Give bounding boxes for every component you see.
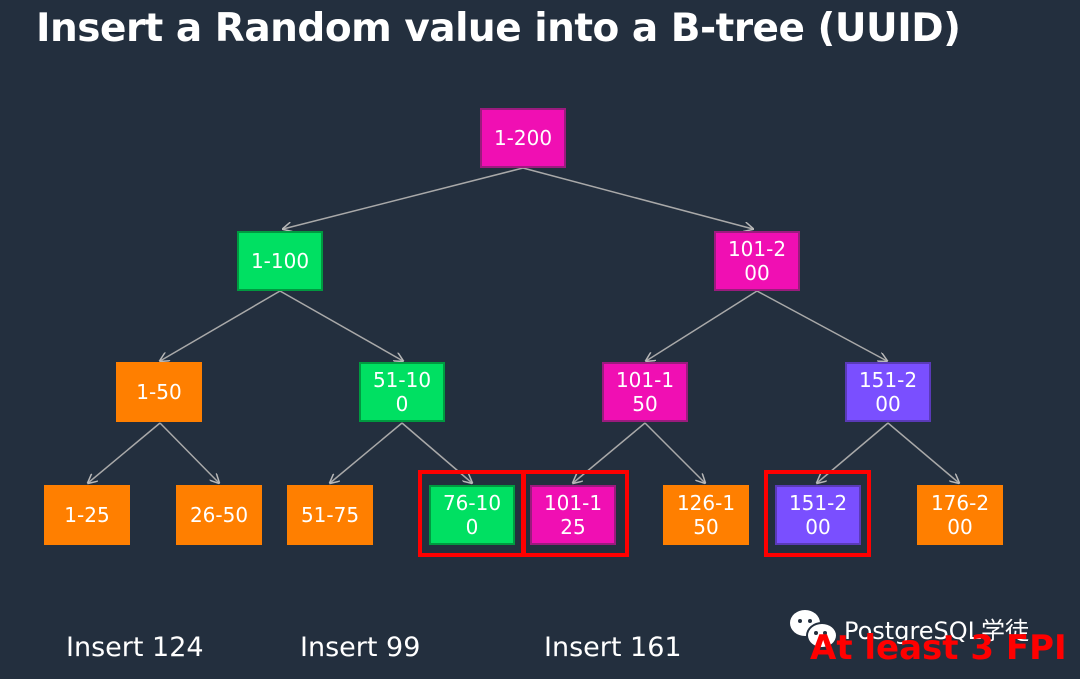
wechat-icon [790,610,838,649]
leaf-4: 76-100 [429,485,515,545]
edge-l2-a [88,422,161,483]
leaf-5: 101-125 [530,485,616,545]
node-root: 1-200 [480,108,566,168]
leaf-6: 126-150 [663,485,749,545]
leaf-2: 26-50 [176,485,262,545]
node-level2-3: 101-150 [602,362,688,422]
watermark-text: PostgreSQL学徒 [844,616,1030,645]
watermark: PostgreSQL学徒 [790,610,1030,649]
leaf-7: 151-200 [775,485,861,545]
highlight-box-151-200 [764,470,871,557]
edge-l1-d [756,290,887,361]
highlight-box-76-100 [418,470,525,557]
node-level2-1: 1-50 [116,362,202,422]
slide-title: Insert a Random value into a B-tree (UUI… [36,6,961,51]
edge-l1-a [160,290,281,361]
insert-label-2: Insert 99 [300,632,421,663]
edge-l2-b [159,422,219,483]
edge-l1-c [646,290,758,361]
leaf-8: 176-200 [917,485,1003,545]
node-level1-left: 1-100 [237,231,323,291]
node-level2-4: 151-200 [845,362,931,422]
leaf-1: 1-25 [44,485,130,545]
insert-label-3: Insert 161 [544,632,682,663]
highlight-box-101-125 [522,470,629,557]
fpi-note: At least 3 FPI [810,628,1067,668]
node-level1-right: 101-200 [714,231,800,291]
edge-l2-h [887,422,959,483]
edge-l2-c [330,422,403,483]
edge-root-right [522,167,753,229]
leaf-3: 51-75 [287,485,373,545]
edge-l1-b [279,290,403,361]
edge-l2-f [644,422,705,483]
edge-root-left [283,167,524,229]
node-level2-2: 51-100 [359,362,445,422]
insert-label-1: Insert 124 [66,632,204,663]
